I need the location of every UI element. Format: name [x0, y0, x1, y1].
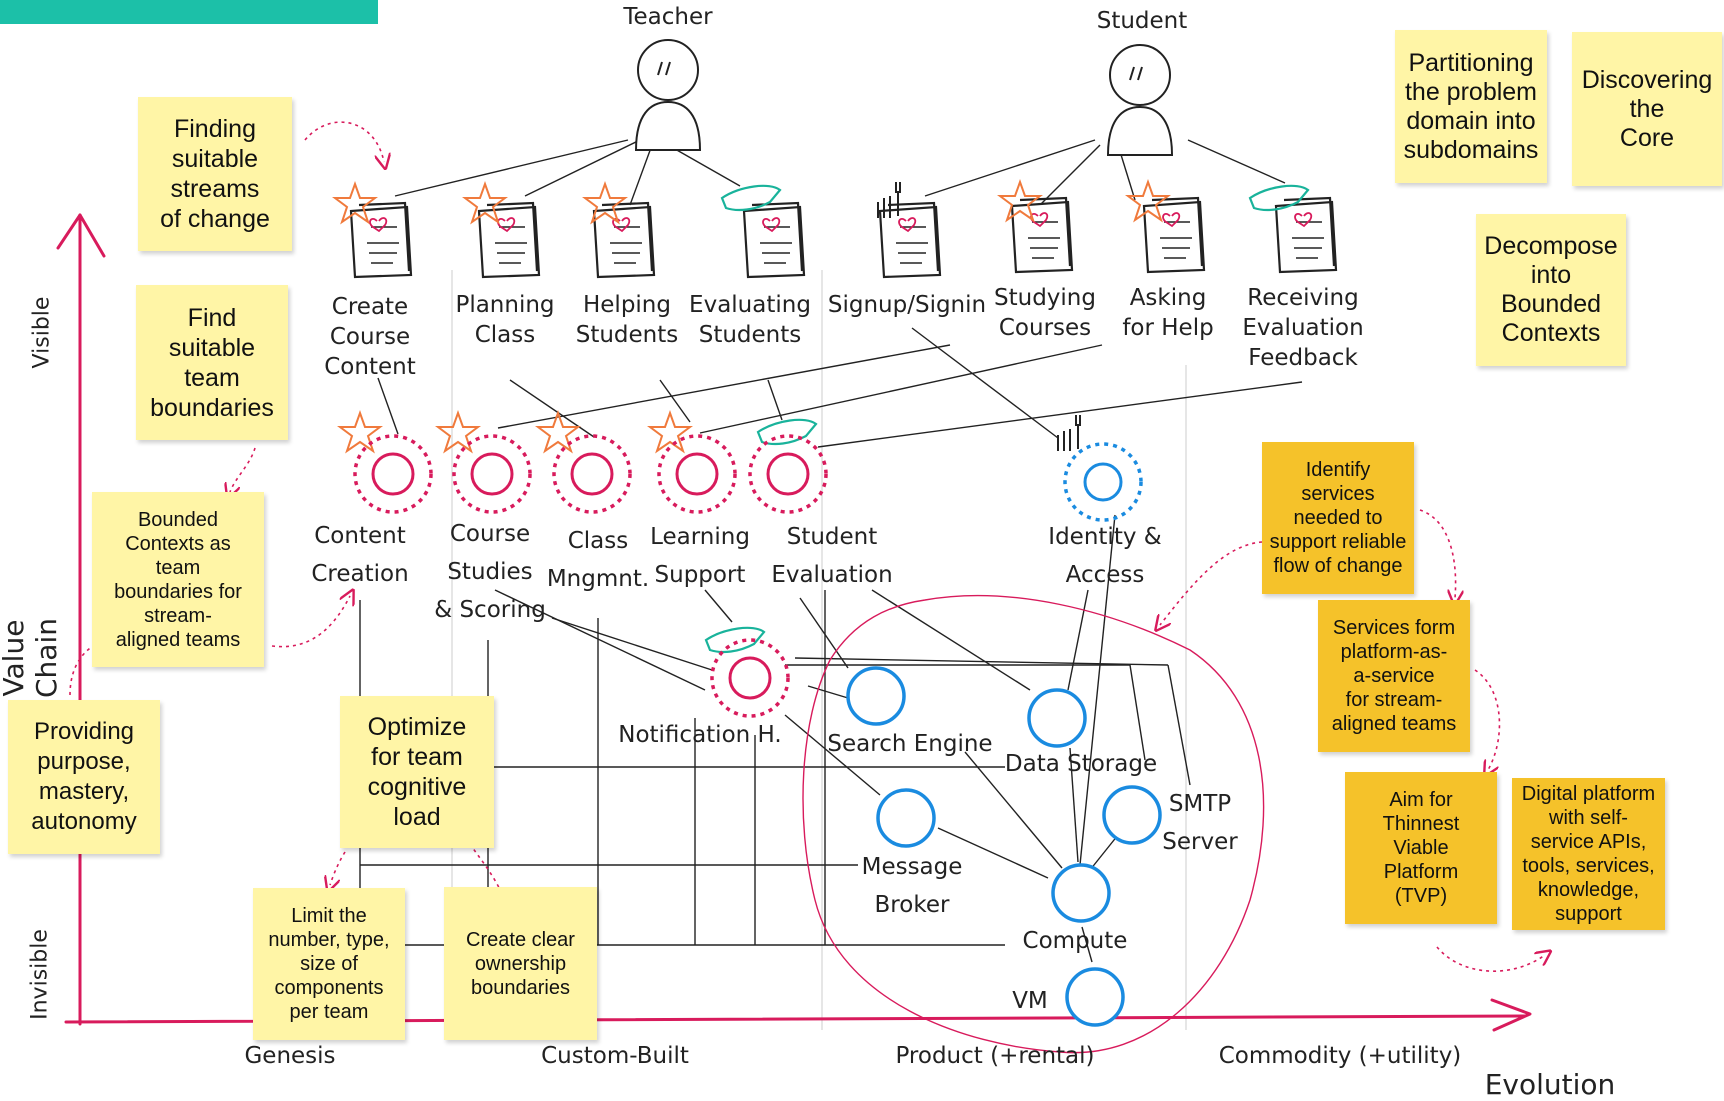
actor-label: Student [1096, 8, 1188, 34]
sticky-note: Optimize for team cognitive load [340, 696, 494, 848]
component-label: Course Studies & Scoring [434, 521, 546, 623]
component-label: Class Mngmnt. [546, 528, 650, 592]
user-need-label: Receiving Evaluation Feedback [1242, 285, 1364, 371]
component-node [846, 666, 906, 726]
star-icons [332, 179, 1171, 454]
sticky-note: Decompose into Bounded Contexts [1476, 214, 1626, 366]
component-label: Search Engine [827, 731, 993, 757]
person-icon [634, 39, 702, 151]
component-node [552, 434, 632, 514]
star-icon [332, 181, 378, 225]
sticky-note: Discovering the Core [1572, 32, 1722, 186]
sticky-note: Create clear ownership boundaries [444, 887, 597, 1040]
sticky-note: Bounded Contexts as team boundaries for … [92, 492, 264, 667]
component-label: Learning Support [650, 524, 750, 588]
document-icons [349, 196, 1338, 279]
user-need-label: Helping Students [575, 292, 679, 348]
component-label: Notification H. [618, 722, 782, 748]
star-icon [435, 410, 481, 454]
component-label: Data Storage [1004, 751, 1158, 777]
component-node [452, 434, 532, 514]
document-icon [477, 201, 541, 279]
wrench-icon [877, 182, 901, 218]
sticky-note: Providing purpose, mastery, autonomy [8, 700, 160, 854]
component-label: Identity & Access [1048, 524, 1162, 588]
component-label: SMTP Server [1162, 791, 1238, 855]
sticky-note: Identify services needed to support reli… [1262, 442, 1414, 594]
component-label: Compute [1022, 928, 1128, 954]
y-axis-bottom-label: Invisible [27, 929, 53, 1020]
star-icon [462, 181, 508, 225]
platform-boundary [802, 594, 1265, 1054]
x-stage-label: Product (+rental) [895, 1043, 1095, 1069]
user-need-label: Planning Class [455, 292, 555, 348]
x-stage-label: Custom-Built [541, 1043, 689, 1069]
star-icon [647, 410, 693, 454]
platform-components [846, 442, 1162, 1027]
header-band [0, 0, 378, 24]
sticky-note: Services form platform-as- a-service for… [1318, 600, 1470, 752]
star-icon [1125, 179, 1171, 223]
handshake-icon [1248, 184, 1310, 212]
component-node [1065, 967, 1125, 1027]
component-node [1063, 442, 1143, 522]
document-icon [878, 201, 942, 279]
component-label: Student Evaluation [771, 524, 893, 588]
component-node [748, 434, 828, 514]
person-icon [1106, 44, 1174, 156]
document-icon [349, 201, 413, 279]
star-icon [535, 410, 581, 454]
component-node [876, 788, 936, 848]
component-label: Content Creation [311, 523, 409, 587]
sticky-note: Digital platform with self- service APIs… [1512, 778, 1665, 930]
handshake-icon [720, 184, 782, 212]
document-icon [1010, 196, 1074, 274]
user-need-label: Asking for Help [1122, 285, 1214, 341]
user-need-label: Signup/Signin [827, 292, 987, 318]
handshake-icons [704, 184, 1310, 654]
sticky-note: Limit the number, type, size of componen… [253, 888, 405, 1040]
document-icon [592, 201, 656, 279]
handshake-icon [704, 626, 766, 654]
y-axis-top-label: Visible [29, 296, 55, 369]
component-label: VM [1012, 988, 1048, 1014]
dependency-lines [359, 139, 1303, 963]
x-stage-label: Commodity (+utility) [1218, 1043, 1462, 1069]
core-components [353, 434, 828, 718]
component-node [1027, 688, 1087, 748]
component-node [353, 434, 433, 514]
star-icon [337, 410, 383, 454]
document-icon [1142, 196, 1206, 274]
sticky-note: Finding suitable streams of change [138, 97, 292, 251]
x-stage-label: Genesis [244, 1043, 336, 1069]
component-node [1102, 785, 1162, 845]
sticky-note: Find suitable team boundaries [136, 285, 288, 440]
document-icon [742, 201, 806, 279]
component-node [1051, 863, 1111, 923]
star-icon [997, 179, 1043, 223]
component-node [657, 434, 737, 514]
component-label: Message Broker [861, 854, 963, 918]
user-need-label: Create Course Content [324, 294, 416, 380]
document-icon [1274, 196, 1338, 274]
user-need-label: Studying Courses [994, 285, 1096, 341]
star-icon [582, 181, 628, 225]
x-axis-title: Evolution [1484, 1068, 1616, 1101]
user-need-label: Evaluating Students [689, 292, 811, 348]
wrench-icons [877, 182, 1081, 451]
handshake-icon [756, 418, 818, 446]
sticky-note: Partitioning the problem domain into sub… [1395, 30, 1547, 183]
component-node [710, 638, 790, 718]
wrench-icon [1057, 415, 1081, 451]
sticky-note: Aim for Thinnest Viable Platform (TVP) [1345, 772, 1497, 924]
actor-label: Teacher [623, 4, 713, 30]
